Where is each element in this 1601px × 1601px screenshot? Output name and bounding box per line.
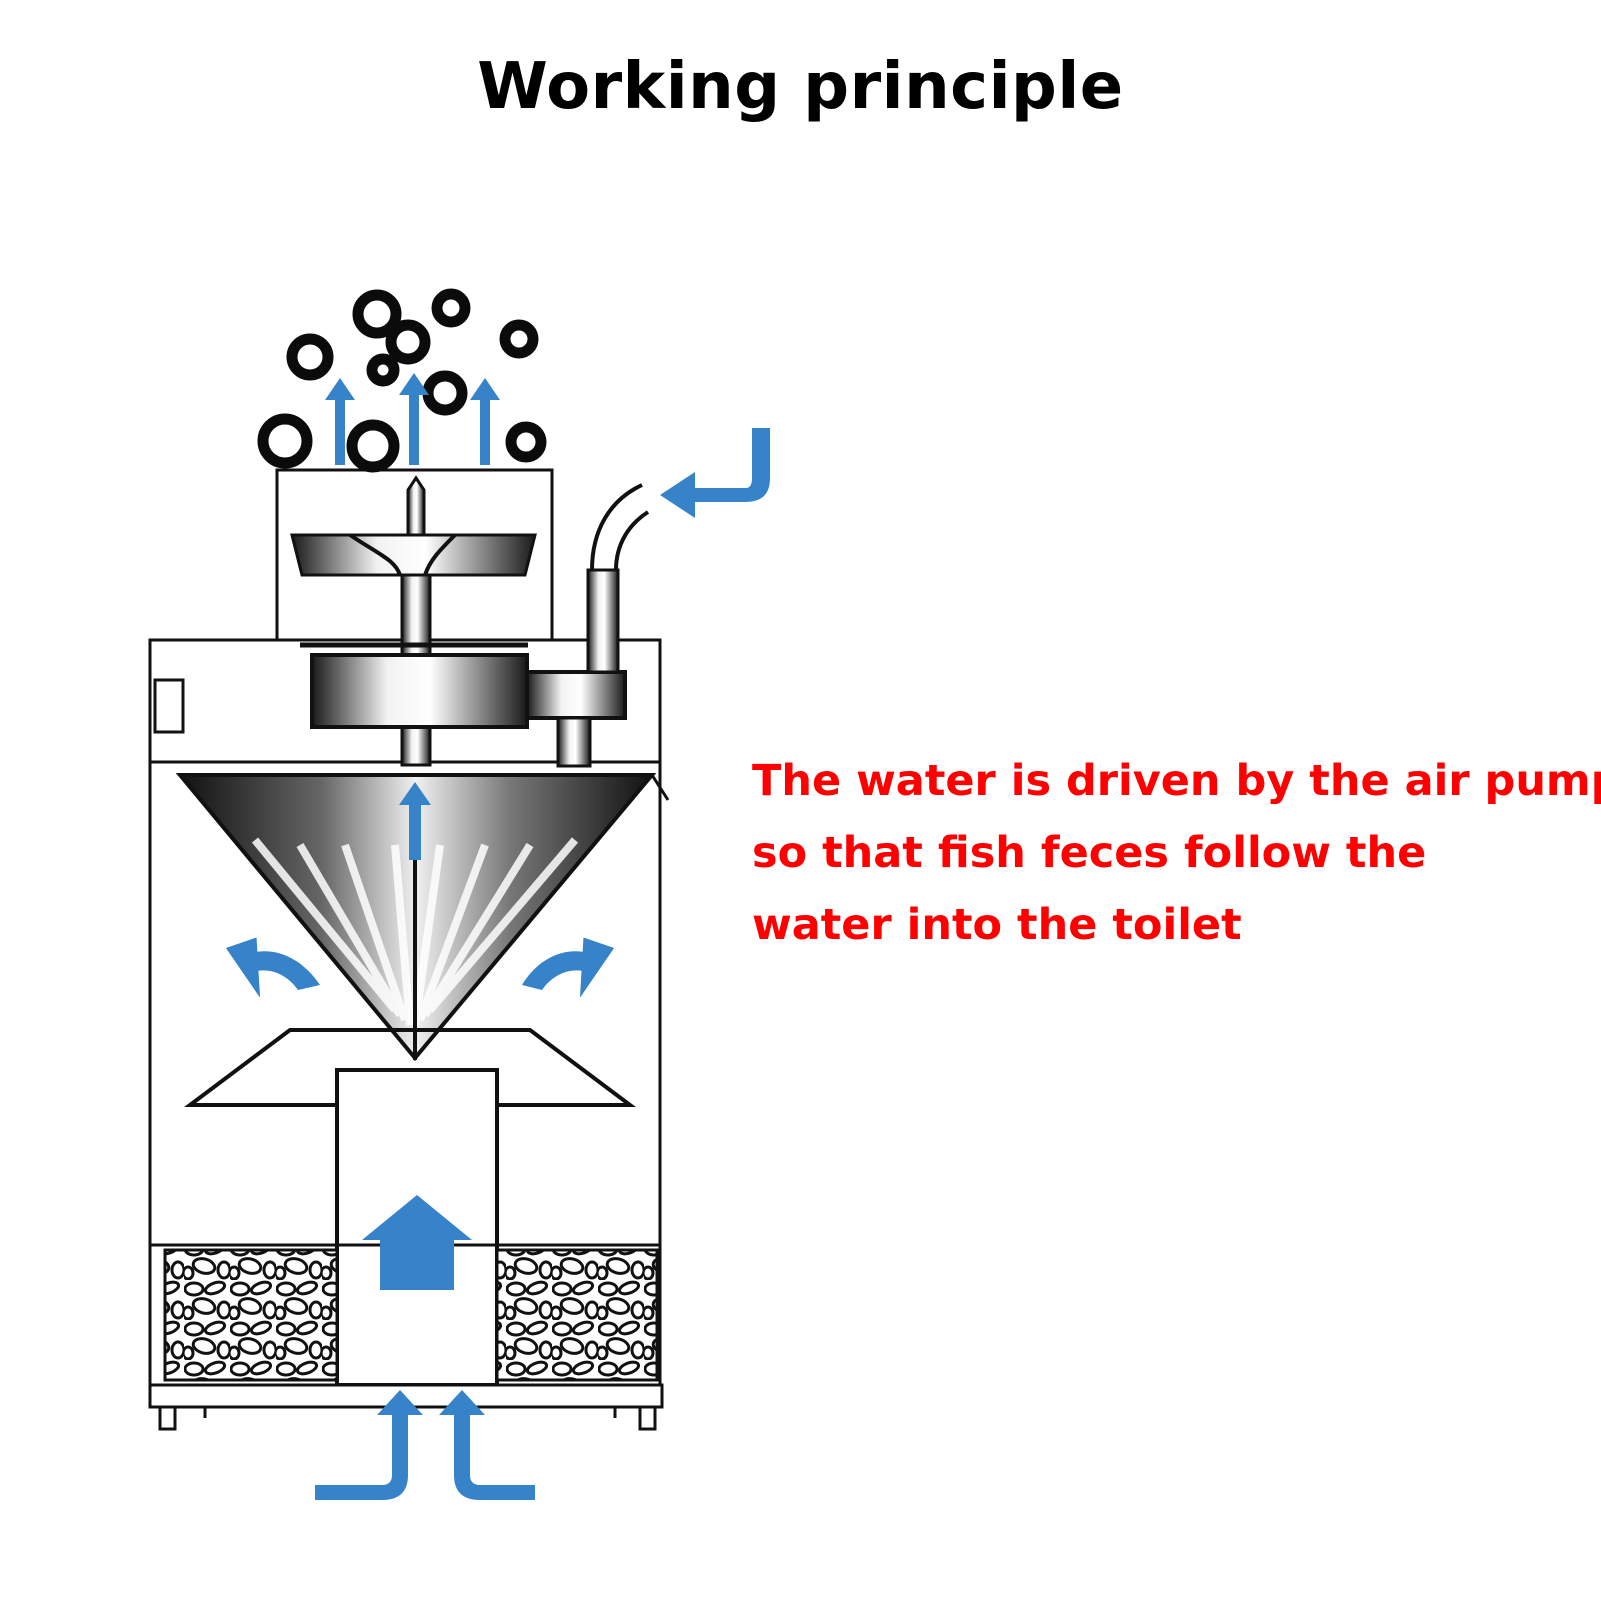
caption-line: so that fish feces follow the — [752, 828, 1427, 878]
air-bubbles — [257, 288, 547, 473]
air-pump — [310, 653, 627, 768]
explanation-caption: The water is driven by the air pump so t… — [752, 745, 1601, 961]
caption-line: water into the toilet — [752, 900, 1242, 950]
circulation-arrows — [225, 937, 615, 998]
tube-up-arrow — [362, 1195, 472, 1290]
impeller — [290, 475, 537, 577]
air-outlet-arrows — [325, 373, 500, 465]
deflector-hood — [184, 1028, 636, 1107]
water-up-arrow — [399, 782, 431, 860]
air-intake-arrow — [660, 428, 770, 518]
page-title: Working principle — [477, 50, 1124, 124]
air-intake-pipe — [586, 483, 650, 674]
water-inlet-arrows — [315, 1390, 535, 1500]
caption-line: The water is driven by the air pump — [752, 756, 1601, 806]
collection-cone — [175, 773, 670, 1062]
gravel-bed — [150, 1243, 660, 1382]
